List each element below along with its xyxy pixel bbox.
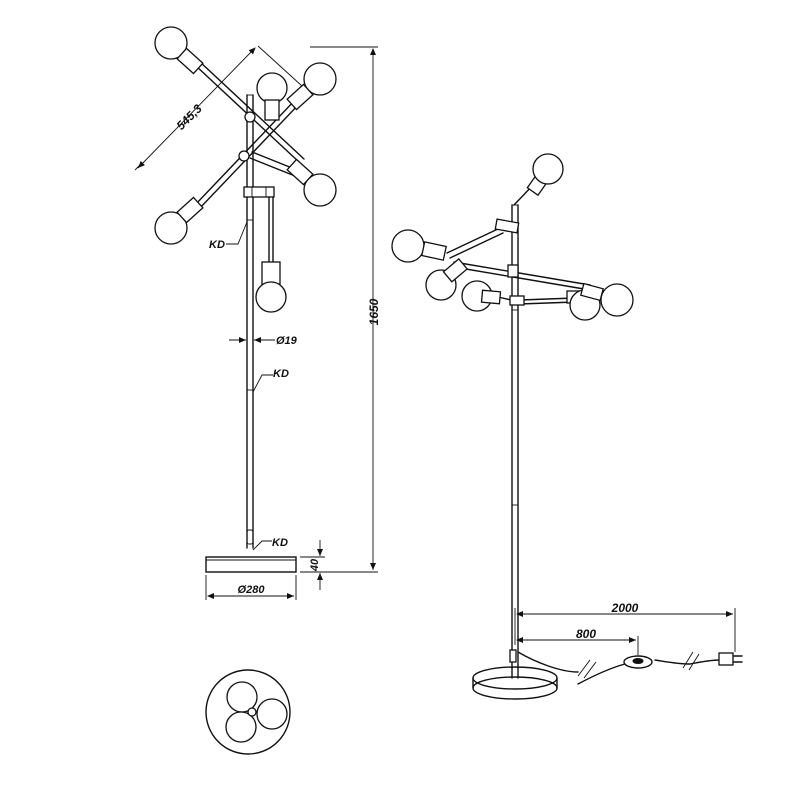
arm-span-label: 545,3 xyxy=(174,101,205,132)
pole-diameter-label: Ø19 xyxy=(276,335,298,347)
kd-label-3: KD xyxy=(272,537,288,549)
switch-distance-dimension: 800 xyxy=(516,627,639,655)
kd-label-1: KD xyxy=(209,239,225,251)
height-label: 1650 xyxy=(367,298,381,325)
front-elevation-view: 545,3 1650 40 Ø280 Ø19 xyxy=(134,26,381,600)
p-bulb-left-low xyxy=(425,258,469,301)
bulb-right xyxy=(286,158,337,207)
collar xyxy=(243,186,275,198)
bulb-top-center xyxy=(256,72,288,121)
base-diameter-dimension: Ø280 xyxy=(205,575,297,600)
power-plug xyxy=(718,652,743,666)
bulb-top-right xyxy=(286,62,337,111)
power-cable xyxy=(517,651,721,685)
p-bulb-center xyxy=(461,280,502,312)
cable-length-dimension: 2000 xyxy=(514,601,736,652)
p-bulb-right xyxy=(579,282,634,317)
switch-distance-label: 800 xyxy=(576,627,596,641)
perspective-pole xyxy=(511,204,519,669)
pendant-drop xyxy=(268,196,274,263)
perspective-view: 2000 800 xyxy=(391,153,743,700)
kd-callout-3: KD xyxy=(252,537,288,551)
height-dimension: 1650 xyxy=(300,46,381,573)
bulb-pendant xyxy=(255,261,287,313)
top-plan-view xyxy=(205,669,291,755)
kd-callout-2: KD xyxy=(252,368,289,393)
base-diameter-label: Ø280 xyxy=(238,584,266,596)
p-bulb-left xyxy=(391,229,447,263)
perspective-base xyxy=(472,649,558,700)
pole-diameter-dimension: Ø19 xyxy=(229,335,298,347)
p-bulb-top xyxy=(526,153,564,197)
base-side xyxy=(205,556,297,573)
cable-length-label: 2000 xyxy=(611,601,639,615)
joint-lower xyxy=(238,150,250,162)
foot-switch xyxy=(623,655,653,669)
base-height-label: 40 xyxy=(309,558,321,572)
base-height-dimension: 40 xyxy=(300,540,325,590)
joint-upper xyxy=(244,111,256,123)
bulb-left xyxy=(154,196,204,245)
kd-callout-1: KD xyxy=(209,221,248,251)
bulb-top-left xyxy=(154,26,204,75)
kd-label-2: KD xyxy=(273,368,289,380)
main-pole xyxy=(246,94,254,549)
